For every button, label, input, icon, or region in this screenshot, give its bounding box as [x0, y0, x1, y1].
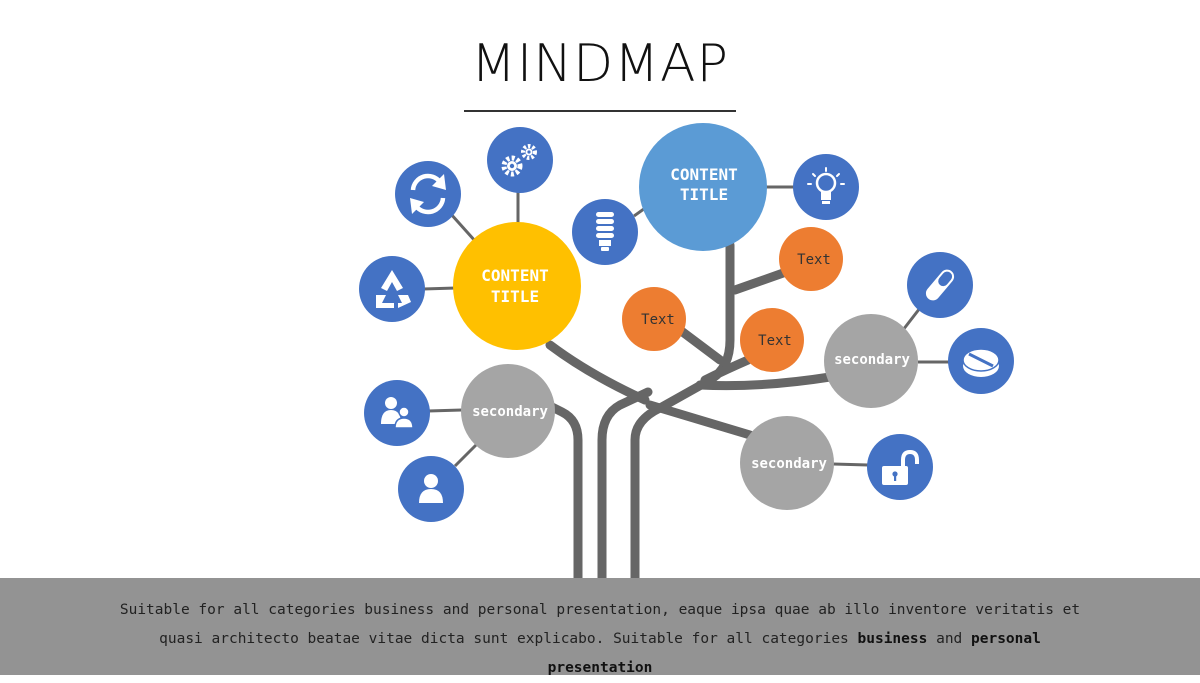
main-node-yellow: CONTENT TITLE: [453, 222, 581, 350]
text-node-3: Text: [740, 308, 804, 372]
text-node-3-branch: [700, 355, 753, 385]
cfl-bulb-icon: [572, 199, 638, 265]
tree-branches: [543, 240, 835, 605]
connectors: [422, 185, 950, 468]
secondary-node-bottom-label: secondary: [751, 456, 827, 472]
title-underline: [464, 110, 736, 112]
recycle-icon: [359, 256, 425, 322]
main-node-blue-line2: TITLE: [680, 185, 728, 204]
text-node-2-label: Text: [797, 252, 831, 268]
footer-description: Suitable for all categories business and…: [110, 596, 1090, 683]
unlock-icon: [867, 434, 933, 500]
footer-band: Suitable for all categories business and…: [0, 578, 1200, 676]
connector-user: [453, 442, 479, 468]
user-icon: [398, 456, 464, 522]
yellow-node-branch: [545, 340, 650, 405]
main-node-yellow-line2: TITLE: [491, 287, 539, 306]
pill-tablet-icon: [948, 328, 1014, 394]
main-node-blue-line1: CONTENT: [670, 165, 737, 184]
footer-text-and: and: [927, 631, 972, 647]
footer-text-body: Suitable for all categories business and…: [119, 602, 1081, 647]
secondary-node-right: secondary: [824, 314, 918, 408]
main-node-yellow-line1: CONTENT: [481, 266, 548, 285]
secondary-node-right-label: secondary: [834, 352, 910, 368]
text-node-3-label: Text: [758, 333, 792, 349]
secondary-bottom-branch: [645, 400, 755, 440]
refresh-icon: [395, 161, 461, 227]
users-icon: [364, 380, 430, 446]
page-title: MINDMAP: [471, 34, 729, 94]
text-node-1-label: Text: [641, 312, 675, 328]
footer-bold-personal-presentation: personal presentation: [547, 631, 1041, 676]
text-node-1-branch: [675, 325, 725, 365]
trunk-left-branch: [543, 400, 583, 605]
text-node-2: Text: [779, 227, 843, 291]
connector-refresh: [448, 211, 478, 244]
lightbulb-icon: [793, 154, 859, 220]
connector-capsule: [901, 307, 922, 331]
secondary-node-left: secondary: [461, 364, 555, 458]
secondary-right-branch: [695, 372, 835, 391]
text-node-2-branch: [730, 267, 791, 295]
secondary-node-left-label: secondary: [472, 404, 548, 420]
connector-unlock: [832, 462, 869, 467]
secondary-node-bottom: secondary: [740, 416, 834, 510]
connector-recycle: [422, 286, 457, 291]
text-node-1: Text: [622, 287, 686, 351]
trunk-center-branch: [597, 387, 653, 605]
connector-users: [427, 408, 463, 413]
footer-bold-business: business: [857, 631, 928, 647]
main-node-blue: CONTENT TITLE: [639, 123, 767, 251]
gears-icon: [487, 127, 553, 193]
pill-capsule-icon: [907, 252, 973, 318]
trunk-right-branch: [630, 240, 735, 605]
